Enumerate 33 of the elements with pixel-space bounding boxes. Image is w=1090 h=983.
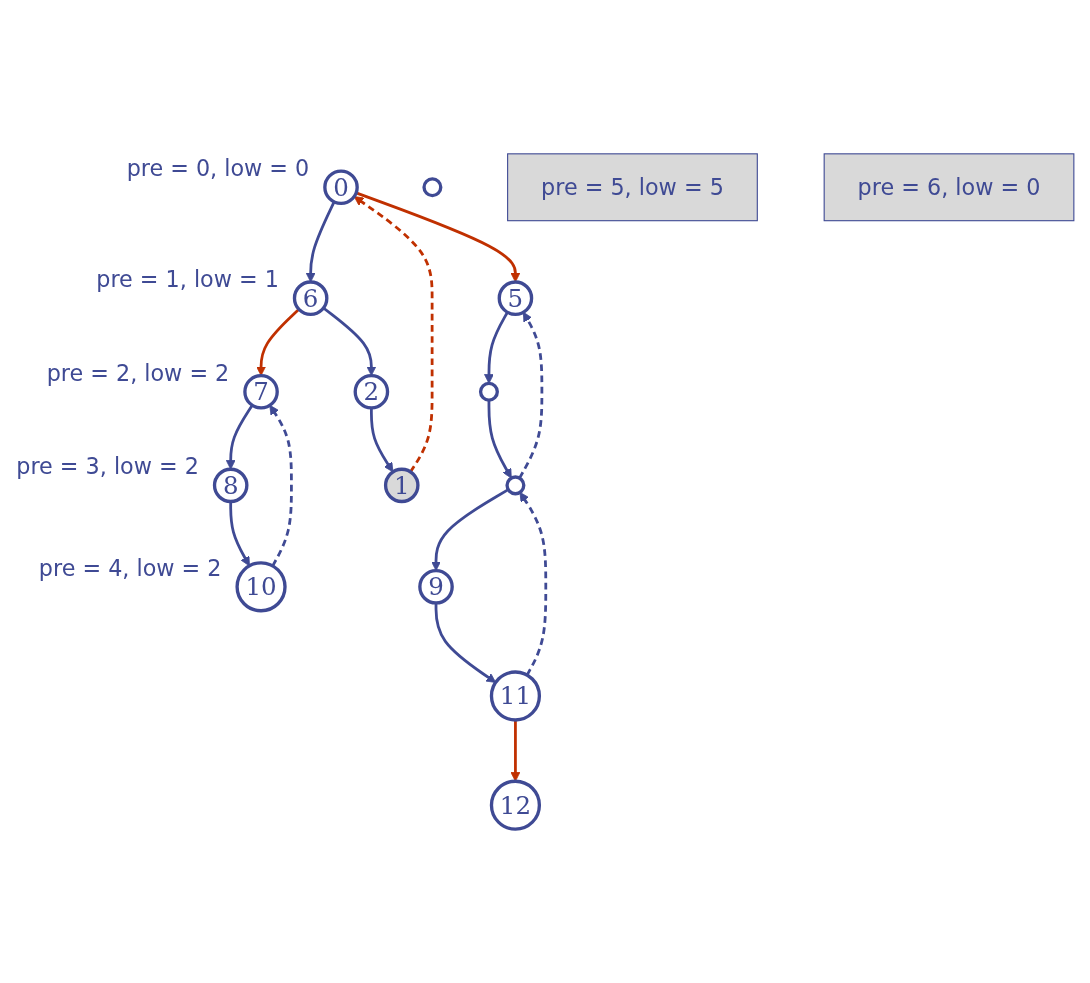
node-circle [422,177,443,198]
node-circle: 2 [353,373,390,410]
node-circle [505,475,526,496]
node-caption: pre = 4, low = 2 [38,554,222,581]
node-circle [478,381,499,402]
arrow [229,501,250,567]
arrow [305,201,336,283]
arrow [518,311,544,479]
arrow [510,719,521,782]
node-circle: 5 [497,280,534,316]
node-caption: pre = 1, low = 1 [96,266,279,292]
node-circle: 8 [212,467,249,504]
node-circle: 10 [235,561,287,613]
node-box: pre = 6, low = 0 [823,153,1075,222]
arrow [487,400,512,479]
arrow [519,491,548,676]
node-circle: 1 [383,467,420,504]
node-caption: pre = 2, low = 2 [46,359,230,386]
arrow [484,311,509,384]
arrow [355,191,521,283]
node-circle: 12 [489,779,542,831]
node-circle: 0 [323,169,359,206]
node-box: pre = 5, low = 5 [507,153,758,222]
node-circle: 9 [418,568,454,605]
node-caption: pre = 0, low = 0 [126,155,310,182]
node-circle: 11 [489,670,542,722]
arrow [370,407,394,473]
node-circle: 7 [243,373,279,410]
node-caption: pre = 3, low = 2 [16,453,199,480]
node-circle: 6 [292,280,329,316]
arrow [434,602,497,683]
arrow [269,404,293,567]
arrow [225,404,254,470]
